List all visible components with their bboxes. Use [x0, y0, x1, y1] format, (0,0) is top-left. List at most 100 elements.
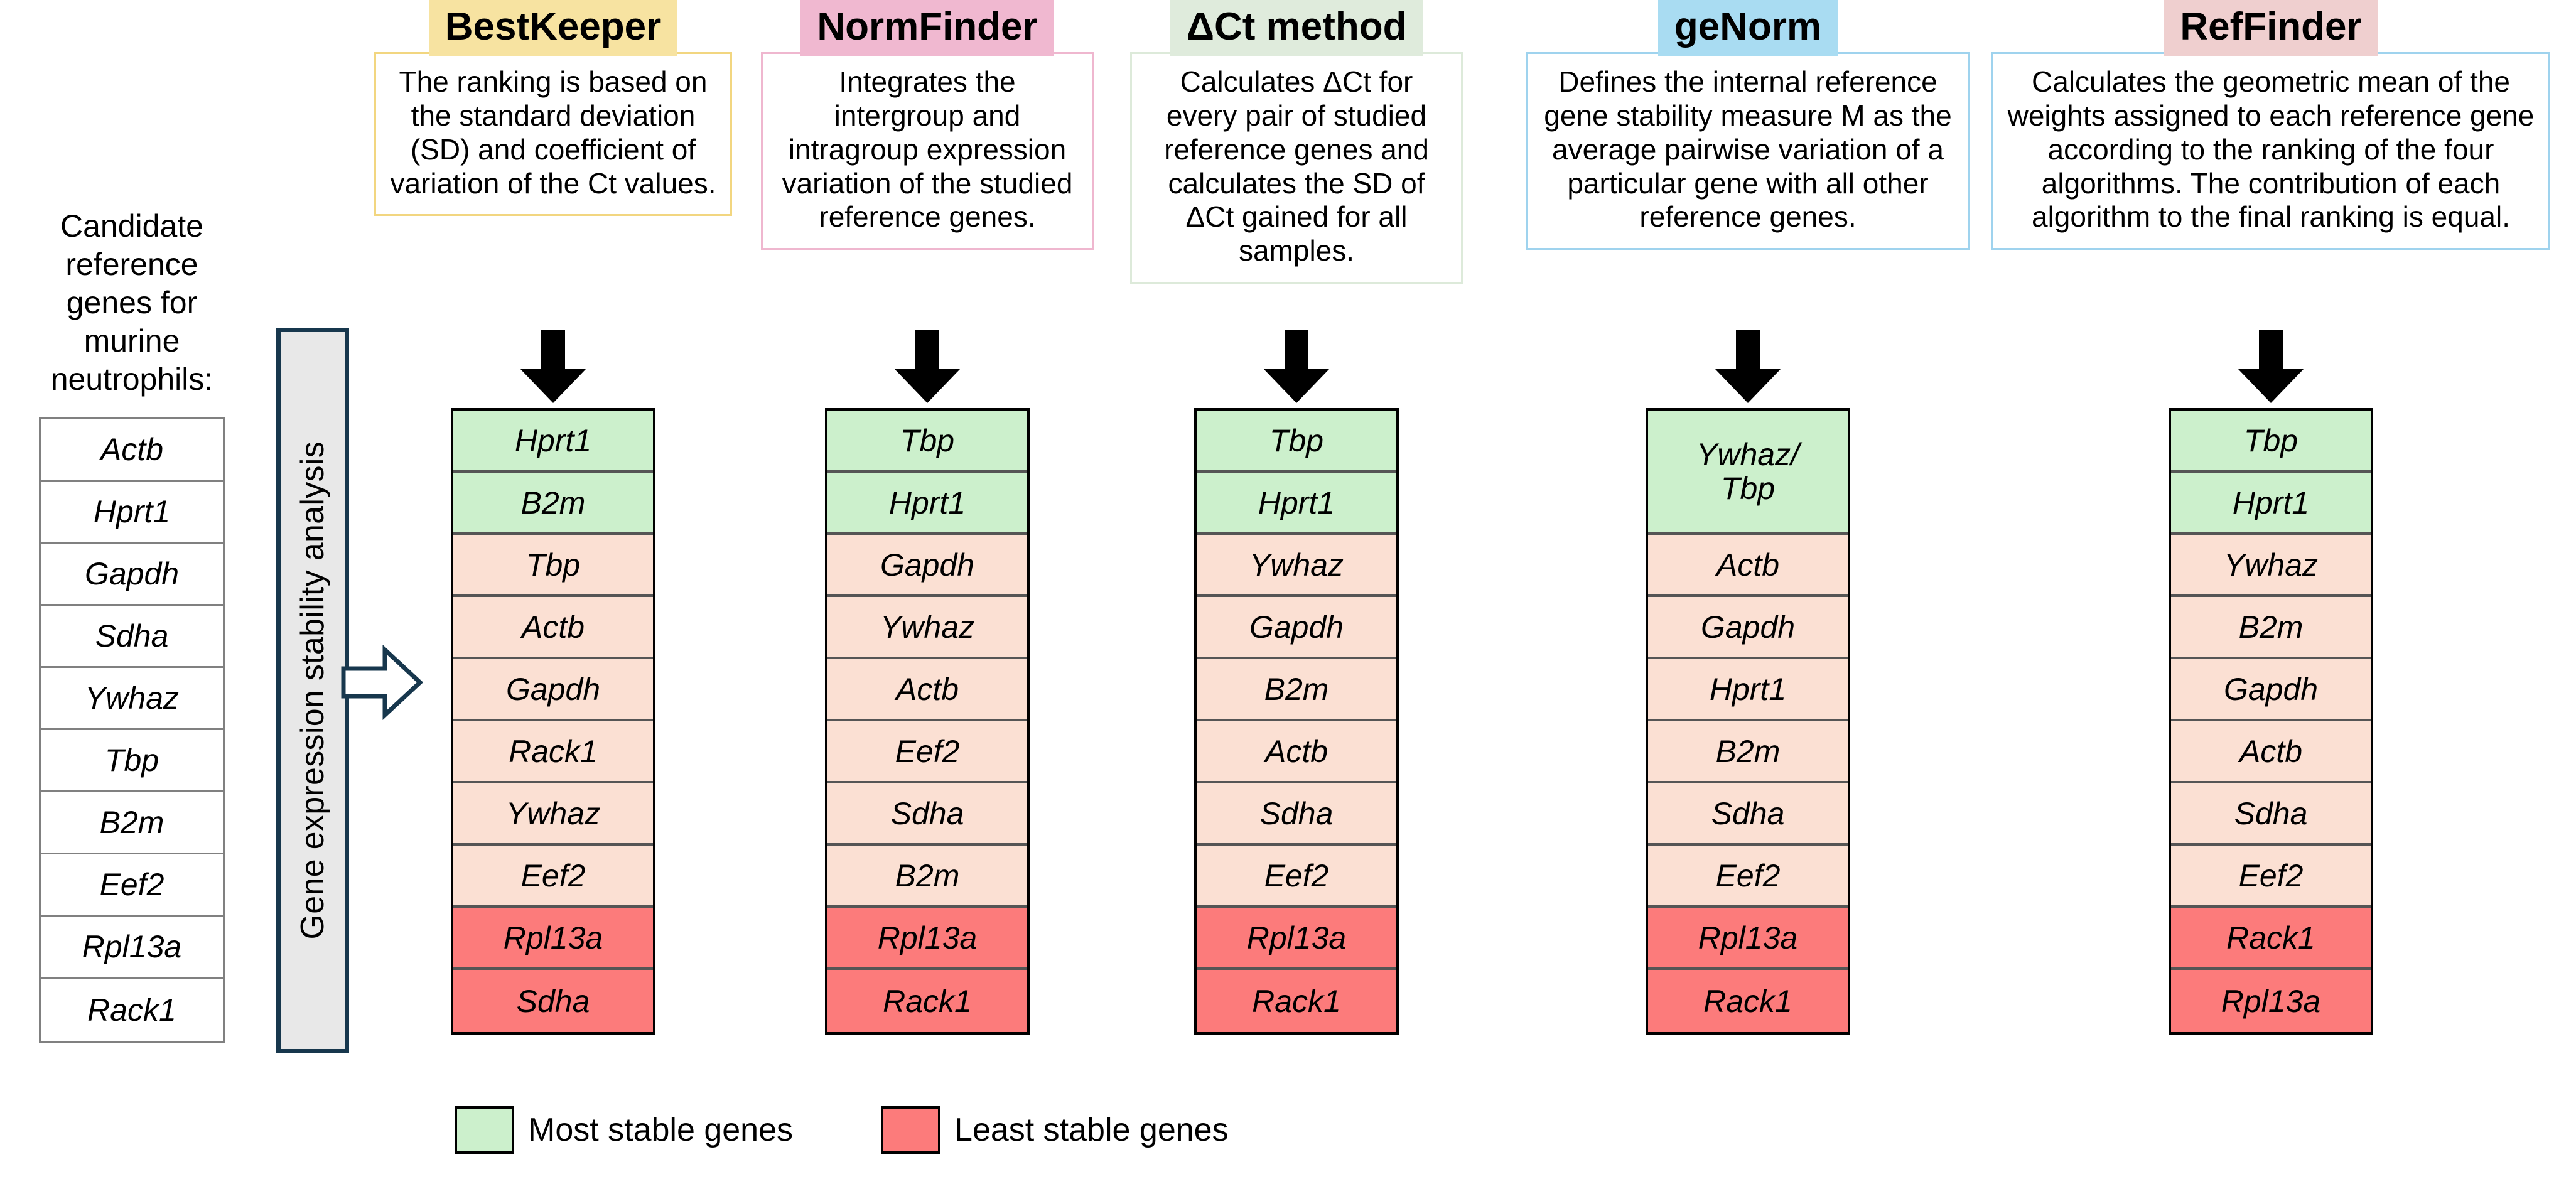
- ranking-cell: Rpl13a: [453, 908, 653, 970]
- method-title-reffinder: RefFinder: [2164, 0, 2378, 56]
- candidate-gene-cell: B2m: [41, 792, 223, 854]
- method-title-bestkeeper: BestKeeper: [428, 0, 678, 56]
- ranking-cell: B2m: [453, 473, 653, 535]
- ranking-cell: Actb: [1197, 721, 1396, 783]
- ranking-cell: Rack1: [1197, 970, 1396, 1032]
- ranking-cell: Sdha: [2171, 783, 2371, 846]
- candidate-gene-cell: Gapdh: [41, 544, 223, 606]
- down-arrow-icon: [2238, 330, 2304, 403]
- ranking-cell: B2m: [2171, 597, 2371, 659]
- ranking-cell: Actb: [453, 597, 653, 659]
- arrow-holder: [761, 330, 1094, 404]
- ranking-cell: Rpl13a: [827, 908, 1027, 970]
- candidate-gene-cell: Rack1: [41, 979, 223, 1041]
- down-arrow-icon: [895, 330, 960, 403]
- ranking-cell: B2m: [1648, 721, 1848, 783]
- ranking-cell: Ywhaz: [2171, 535, 2371, 597]
- ranking-cell: Rack1: [1648, 970, 1848, 1032]
- ranking-cell: Hprt1: [1197, 473, 1396, 535]
- candidate-gene-cell: Ywhaz: [41, 668, 223, 730]
- ranking-cell: Hprt1: [453, 411, 653, 473]
- candidate-genes-panel: Candidate reference genes for murine neu…: [19, 207, 245, 1043]
- ranking-cell: B2m: [1197, 659, 1396, 721]
- method-description-genorm: Defines the internal reference gene stab…: [1526, 52, 1970, 250]
- arrow-holder: [1991, 330, 2550, 404]
- method-title-normfinder: NormFinder: [800, 0, 1054, 56]
- legend-swatch-most-stable: [455, 1106, 514, 1154]
- method-title-genorm: geNorm: [1657, 0, 1838, 56]
- legend-label-most-stable: Most stable genes: [528, 1112, 794, 1148]
- ranking-cell: Ywhaz/Tbp: [1648, 411, 1848, 535]
- ranking-cell: Rpl13a: [2171, 970, 2371, 1032]
- legend-label-least-stable: Least stable genes: [954, 1112, 1229, 1148]
- ranking-cell: Sdha: [1648, 783, 1848, 846]
- ranking-cell: Rpl13a: [1648, 908, 1848, 970]
- method-description-bestkeeper: The ranking is based on the standard dev…: [374, 52, 732, 217]
- method-description-dct-method: Calculates ΔCt for every pair of studied…: [1130, 52, 1463, 284]
- ranking-cell: Ywhaz: [1197, 535, 1396, 597]
- ranking-cell: Actb: [827, 659, 1027, 721]
- ranking-cell: Eef2: [827, 721, 1027, 783]
- candidate-gene-cell: Tbp: [41, 730, 223, 792]
- down-arrow-icon: [520, 330, 586, 403]
- ranking-cell: Hprt1: [1648, 659, 1848, 721]
- ranking-cell: Sdha: [827, 783, 1027, 846]
- candidate-gene-cell: Hprt1: [41, 482, 223, 544]
- ranking-cell: Actb: [1648, 535, 1848, 597]
- ranking-cell: Tbp: [827, 411, 1027, 473]
- ranking-cell: Eef2: [453, 846, 653, 908]
- candidate-gene-cell: Sdha: [41, 606, 223, 668]
- right-arrow-icon: [341, 645, 423, 720]
- ranking-cell: Rack1: [453, 721, 653, 783]
- gene-expression-stability-analysis: Gene expression stability analysis: [276, 328, 423, 1053]
- ranking-cell: Gapdh: [1648, 597, 1848, 659]
- candidate-gene-cell: Eef2: [41, 854, 223, 917]
- candidate-gene-cell: Actb: [41, 419, 223, 482]
- ranking-cell: Eef2: [1197, 846, 1396, 908]
- ranking-cell: B2m: [827, 846, 1027, 908]
- ranking-cell: Ywhaz: [827, 597, 1027, 659]
- ranking-cell: Sdha: [453, 970, 653, 1032]
- stability-analysis-bar: Gene expression stability analysis: [276, 328, 349, 1053]
- ranking-cell: Gapdh: [2171, 659, 2371, 721]
- ranking-cell: Rack1: [827, 970, 1027, 1032]
- candidate-gene-cell: Rpl13a: [41, 917, 223, 979]
- ranking-cell: Tbp: [1197, 411, 1396, 473]
- candidate-genes-caption: Candidate reference genes for murine neu…: [50, 208, 213, 397]
- ranking-cell: Hprt1: [2171, 473, 2371, 535]
- method-description-normfinder: Integrates the intergroup and intragroup…: [761, 52, 1094, 250]
- stability-analysis-label: Gene expression stability analysis: [294, 441, 331, 940]
- ranking-cell: Eef2: [1648, 846, 1848, 908]
- ranking-cell: Sdha: [1197, 783, 1396, 846]
- arrow-holder: [1130, 330, 1463, 404]
- legend-swatch-least-stable: [881, 1106, 941, 1154]
- ranking-cell: Eef2: [2171, 846, 2371, 908]
- ranking-cell: Ywhaz: [453, 783, 653, 846]
- ranking-cell: Rack1: [2171, 908, 2371, 970]
- ranking-cell: Hprt1: [827, 473, 1027, 535]
- arrow-holder: [1526, 330, 1970, 404]
- ranking-cell: Actb: [2171, 721, 2371, 783]
- ranking-cell: Rpl13a: [1197, 908, 1396, 970]
- method-description-reffinder: Calculates the geometric mean of the wei…: [1991, 52, 2550, 250]
- legend: Most stable genes Least stable genes: [455, 1106, 1317, 1154]
- ranking-cell: Gapdh: [453, 659, 653, 721]
- ranking-cell: Gapdh: [1197, 597, 1396, 659]
- ranking-cell: Gapdh: [827, 535, 1027, 597]
- down-arrow-icon: [1715, 330, 1781, 403]
- ranking-cell: Tbp: [453, 535, 653, 597]
- down-arrow-icon: [1264, 330, 1329, 403]
- arrow-holder: [374, 330, 732, 404]
- ranking-cell: Tbp: [2171, 411, 2371, 473]
- method-title-dct-method: ΔCt method: [1170, 0, 1423, 56]
